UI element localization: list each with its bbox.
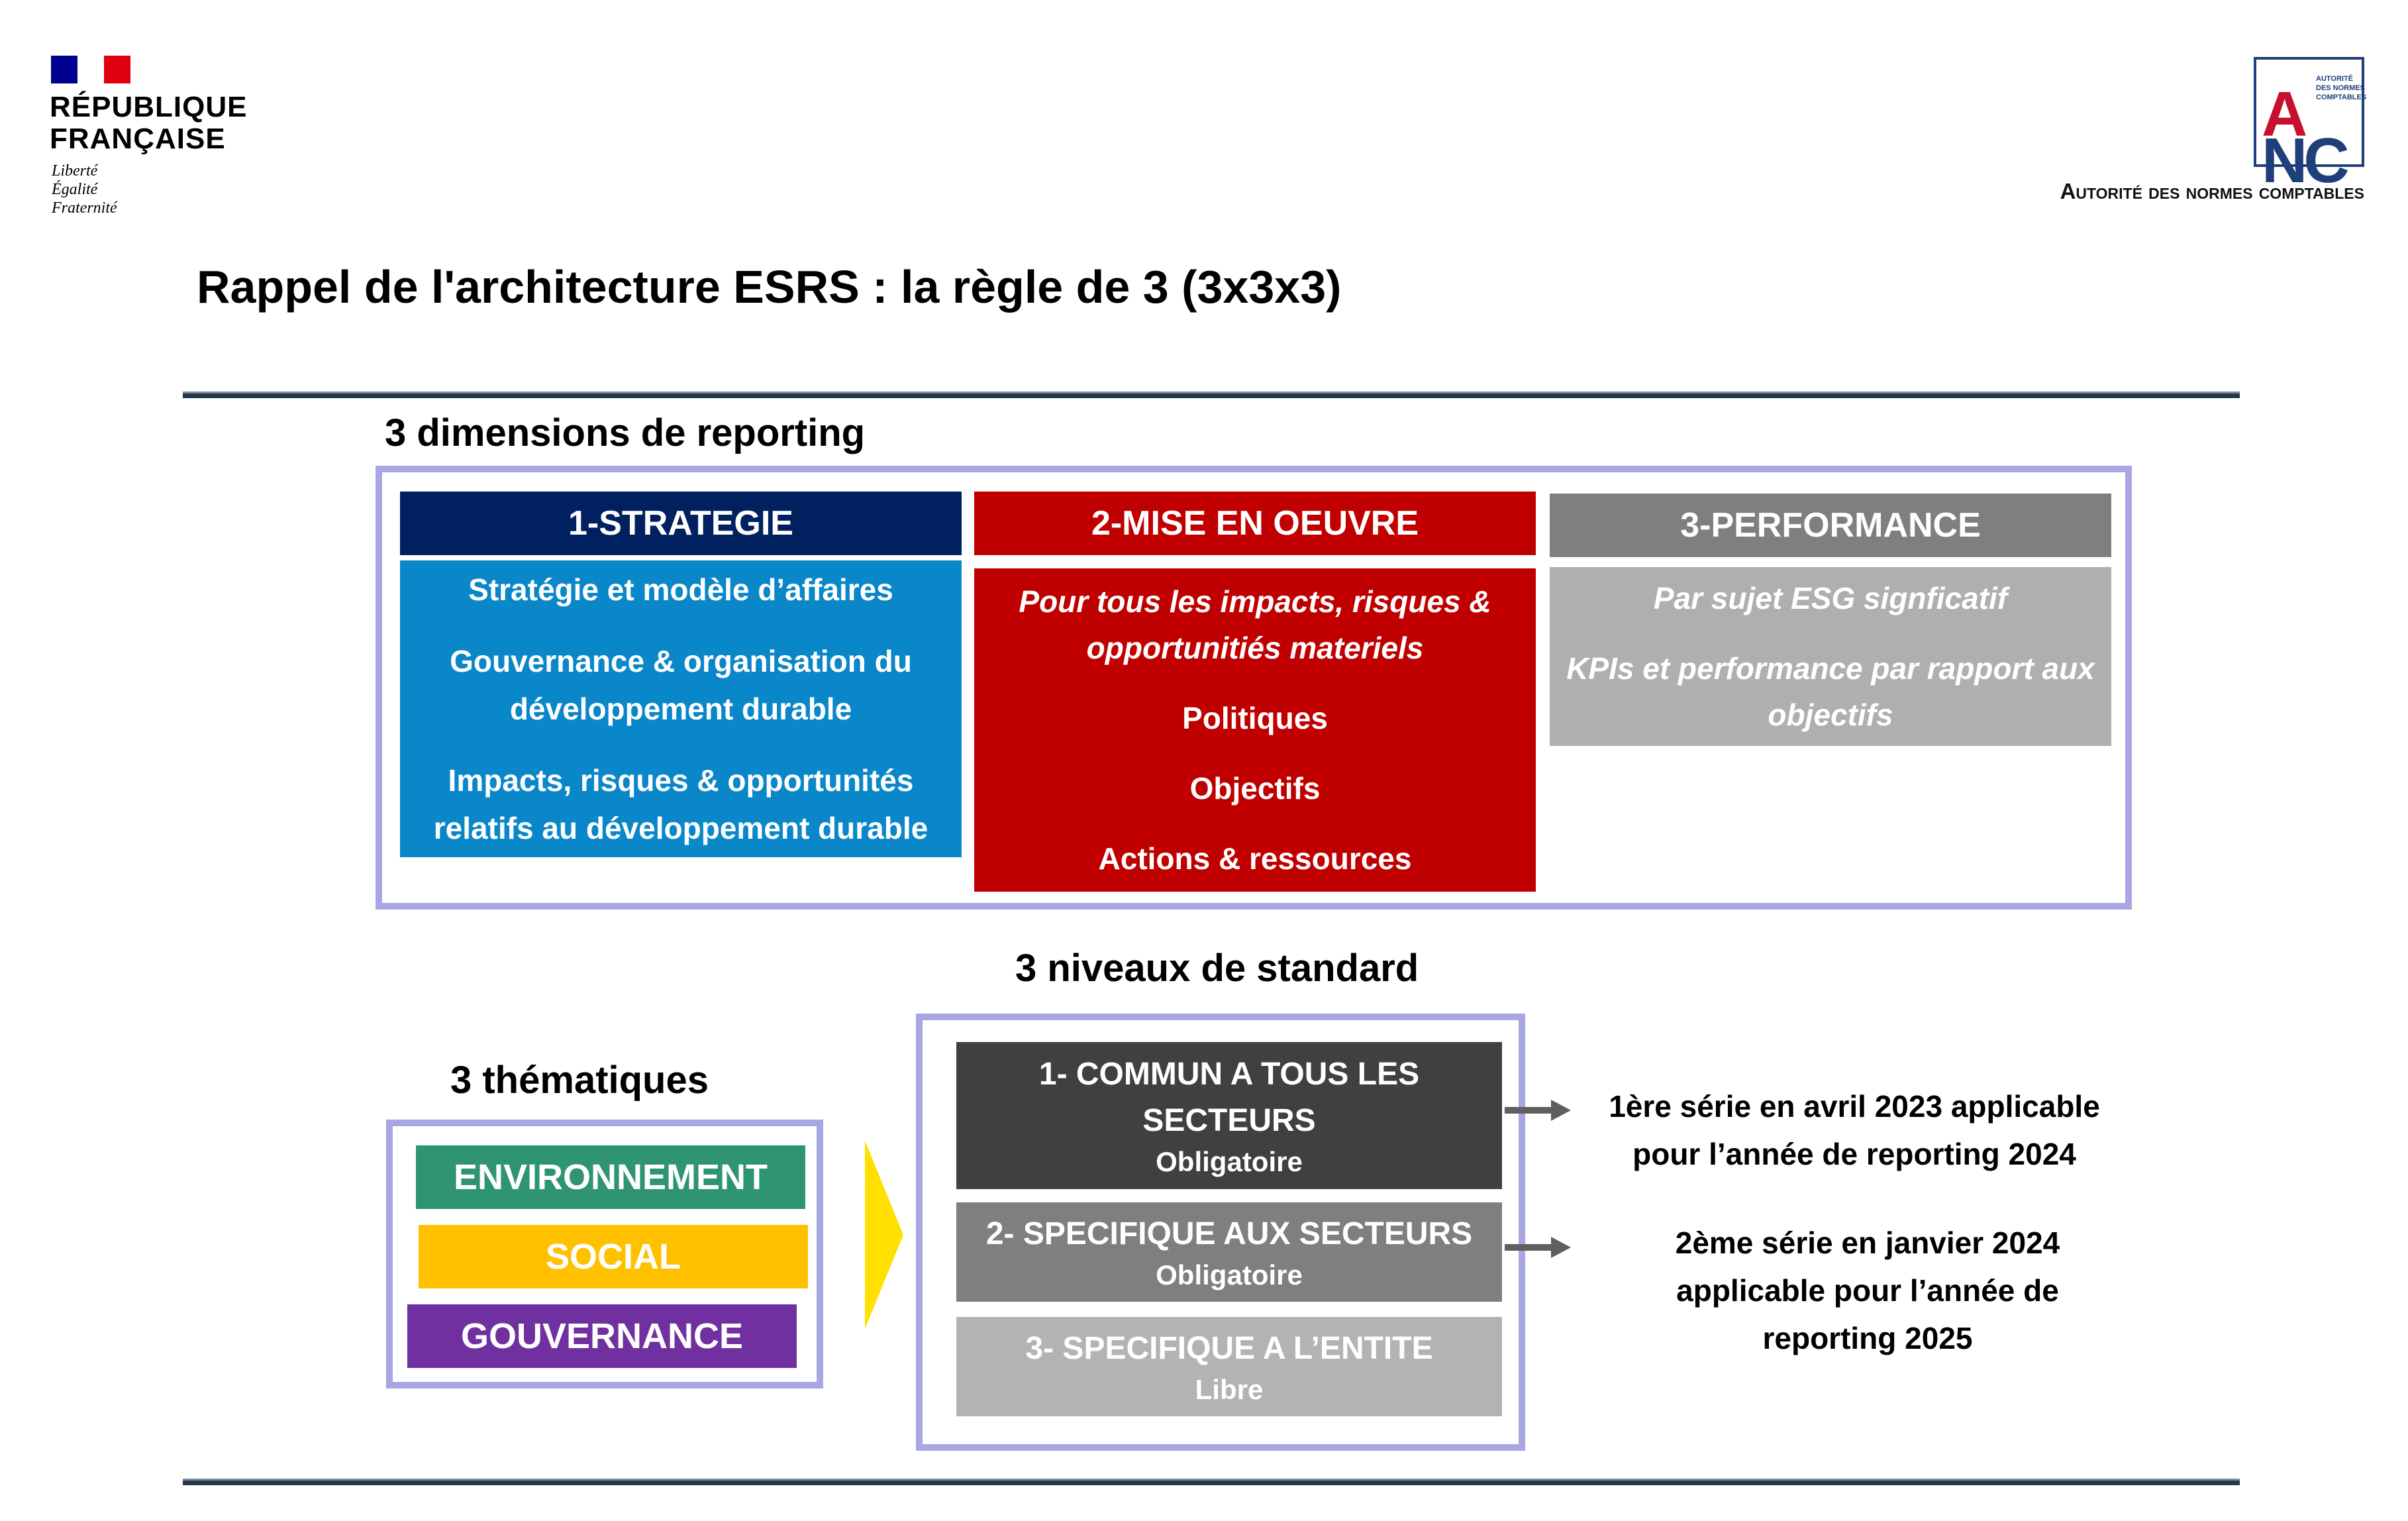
arrow-right-icon [1551, 1237, 1571, 1258]
theme-environnement: ENVIRONNEMENT [416, 1145, 805, 1209]
anc-small-line3: COMPTABLES [2316, 93, 2367, 101]
top-divider [183, 392, 2240, 398]
dimension-mise-en-oeuvre-line: Objectifs [1189, 771, 1321, 806]
arrow-to-first-note [1505, 1107, 1552, 1114]
dimension-mise-en-oeuvre-header: 2-MISE EN OEUVRE [974, 492, 1536, 555]
anc-letter-a: A [2262, 79, 2307, 150]
rf-name-line1: RÉPUBLIQUE [50, 91, 248, 123]
anc-logo-letters: A NC [2262, 65, 2350, 264]
level-commun: 1- COMMUN A TOUS LES SECTEURS Obligatoir… [956, 1042, 1502, 1189]
level-specifique-secteurs-sub: Obligatoire [1156, 1259, 1303, 1290]
flag-blue-band [51, 56, 77, 83]
level-commun-sub: Obligatoire [1156, 1146, 1303, 1177]
note-second-series: 2ème série en janvier 2024 applicable po… [1675, 1226, 2060, 1355]
dimension-mise-en-oeuvre-line: Actions & ressources [1098, 841, 1412, 876]
anc-small-line2: DES NORMES [2316, 84, 2365, 92]
dimension-performance-body: Par sujet ESG signficatif KPIs et perfor… [1550, 567, 2111, 746]
dimension-strategie-line: Stratégie et modèle d’affaires [468, 572, 893, 607]
anc-logo: A NC AUTORITÉ DES NORMES COMPTABLES [2254, 57, 2366, 196]
flag-white-band [77, 56, 104, 83]
note-first-series: 1ère série en avril 2023 applicable pour… [1609, 1089, 2100, 1171]
anc-logo-small-text: AUTORITÉ DES NORMES COMPTABLES [2316, 74, 2366, 102]
theme-gouvernance: GOUVERNANCE [407, 1304, 797, 1368]
dimension-mise-en-oeuvre-line: Politiques [1182, 701, 1328, 735]
bottom-divider [183, 1479, 2240, 1485]
flag-red-band [104, 56, 130, 83]
motto-fraternite: Fraternité [52, 199, 117, 217]
dimension-mise-en-oeuvre-line: Pour tous les impacts, risques & opportu… [1019, 584, 1491, 665]
anc-caption: Autorité des normes comptables [2060, 179, 2364, 203]
dimension-mise-en-oeuvre-body: Pour tous les impacts, risques & opportu… [974, 568, 1536, 892]
dimension-performance-line: KPIs et performance par rapport aux obje… [1566, 651, 2095, 732]
dimensions-heading: 3 dimensions de reporting [385, 411, 866, 454]
level-specifique-entite-label: 3- SPECIFIQUE A L’ENTITE [1025, 1331, 1433, 1366]
arrow-to-second-note [1505, 1244, 1552, 1251]
motto-liberte: Liberté [52, 162, 98, 180]
dimension-strategie-header: 1-STRATEGIE [400, 492, 962, 555]
dimension-strategie-line: Gouvernance & organisation du développem… [450, 644, 912, 726]
level-specifique-entite-sub: Libre [1195, 1374, 1264, 1405]
republique-francaise-logo-text: RÉPUBLIQUE FRANÇAISE [50, 91, 247, 155]
dimension-performance-header: 3-PERFORMANCE [1550, 494, 2111, 557]
republique-francaise-flag [51, 56, 130, 83]
level-specifique-secteurs: 2- SPECIFIQUE AUX SECTEURS Obligatoire [956, 1202, 1502, 1302]
rf-name-line2: FRANÇAISE [50, 123, 226, 155]
themes-heading: 3 thématiques [450, 1059, 709, 1102]
dimension-strategie-body: Stratégie et modèle d’affaires Gouvernan… [400, 560, 962, 857]
republique-francaise-motto: Liberté Égalité Fraternité [52, 162, 117, 217]
arrow-right-icon [1551, 1100, 1571, 1121]
dimension-performance-line: Par sujet ESG signficatif [1653, 581, 2008, 615]
level-specifique-entite: 3- SPECIFIQUE A L’ENTITE Libre [956, 1317, 1502, 1416]
page-title: Rappel de l'architecture ESRS : la règle… [197, 261, 1342, 313]
anc-letters-nc: NC [2262, 125, 2350, 196]
anc-small-line1: AUTORITÉ [2316, 75, 2354, 83]
level-commun-label: 1- COMMUN A TOUS LES SECTEURS [1038, 1057, 1420, 1138]
motto-egalite: Égalité [52, 181, 98, 198]
levels-heading: 3 niveaux de standard [1015, 947, 1419, 990]
theme-social: SOCIAL [419, 1225, 808, 1288]
dimension-strategie-line: Impacts, risques & opportunités relatifs… [433, 763, 928, 845]
chevron-right-arrow-icon [865, 1141, 903, 1329]
level-specifique-secteurs-label: 2- SPECIFIQUE AUX SECTEURS [985, 1216, 1473, 1251]
